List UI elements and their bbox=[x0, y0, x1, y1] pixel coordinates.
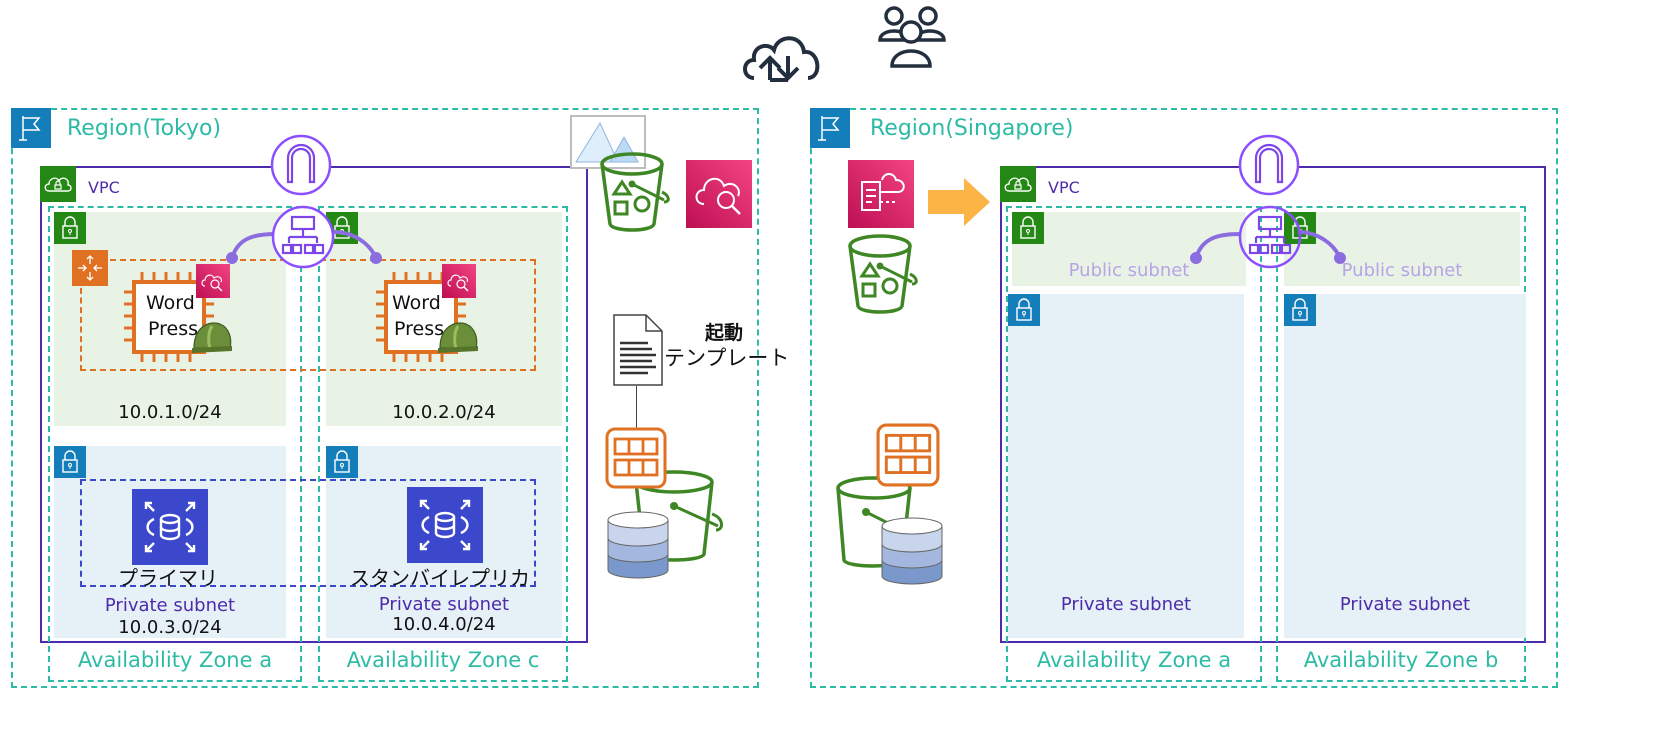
launch-template-document-icon bbox=[613, 314, 663, 386]
internet-gateway-icon bbox=[1238, 134, 1300, 196]
region-singapore: Region(Singapore) bbox=[810, 108, 1558, 688]
replication-arrow-icon bbox=[928, 178, 990, 226]
vpc-label: VPC bbox=[1048, 178, 1080, 197]
region-label: Region(Singapore) bbox=[870, 116, 1074, 141]
load-balancer-icon bbox=[271, 205, 335, 269]
vpc-cloud-lock-icon bbox=[1000, 166, 1036, 202]
dynamodb-table-icon bbox=[876, 423, 940, 487]
vpc-label: VPC bbox=[88, 178, 120, 197]
database-storage-icon bbox=[881, 517, 943, 585]
ec2-label-line2: Press bbox=[148, 318, 199, 340]
database-storage-icon bbox=[607, 511, 669, 579]
cloudwatch-agent-icon bbox=[196, 264, 230, 298]
internet-cloud-icon bbox=[743, 36, 820, 82]
subnet-cidr: 10.0.3.0/24 bbox=[118, 617, 222, 638]
s3-bucket-icon bbox=[600, 152, 670, 232]
ec2-instance-icon bbox=[124, 272, 214, 362]
subnet-name: Public subnet bbox=[1068, 260, 1190, 281]
cloudwatch-icon bbox=[686, 160, 752, 228]
users-icon bbox=[878, 6, 946, 68]
cloudwatch-agent-icon bbox=[442, 264, 476, 298]
az-label: Availability Zone a bbox=[1036, 648, 1232, 672]
subnet-cidr: 10.0.2.0/24 bbox=[392, 402, 496, 423]
private-subnet-a-singapore: Private subnet bbox=[1008, 294, 1244, 638]
rds-standby-label: スタンバイレプリカ bbox=[350, 566, 530, 590]
region-flag-icon bbox=[11, 108, 51, 148]
az-label: Availability Zone b bbox=[1303, 648, 1499, 672]
alb-connector-lines bbox=[226, 230, 382, 264]
subnet-name: Private subnet bbox=[378, 594, 510, 615]
vpc-cloud-lock-icon bbox=[40, 166, 76, 202]
subnet-name: Private subnet bbox=[1060, 594, 1192, 615]
dynamodb-table-icon bbox=[605, 427, 667, 489]
s3-bucket-icon bbox=[848, 234, 918, 314]
cloudformation-icon bbox=[848, 160, 914, 228]
lock-icon bbox=[1012, 212, 1044, 244]
lock-icon bbox=[54, 446, 86, 478]
az-label: Availability Zone c bbox=[346, 648, 540, 672]
internet-gateway-icon bbox=[270, 134, 332, 196]
load-balancer-icon bbox=[1238, 205, 1302, 269]
region-flag-icon bbox=[810, 108, 850, 148]
lock-icon bbox=[54, 212, 86, 244]
private-subnet-b-singapore: Private subnet bbox=[1284, 294, 1526, 638]
public-subnet-b-singapore: Public subnet bbox=[1284, 212, 1520, 286]
auto-scaling-icon bbox=[72, 250, 108, 286]
hard-hat-icon bbox=[438, 322, 478, 353]
launch-template-label-line1: 起動 bbox=[705, 322, 744, 344]
hard-hat-icon bbox=[192, 322, 232, 353]
rds-primary-icon bbox=[132, 489, 208, 565]
alb-connector-lines bbox=[1190, 230, 1346, 264]
ec2-label-line1: Word bbox=[146, 292, 195, 314]
subnet-name: Private subnet bbox=[1339, 594, 1471, 615]
az-label: Availability Zone a bbox=[77, 648, 273, 672]
subnet-cidr: 10.0.4.0/24 bbox=[392, 614, 496, 635]
connector-line bbox=[636, 386, 637, 428]
availability-zone-c-tokyo: Availability Zone c bbox=[318, 206, 568, 682]
subnet-name: Public subnet bbox=[1341, 260, 1463, 281]
ec2-label-line2: Press bbox=[394, 318, 445, 340]
availability-zone-a-singapore: Availability Zone a bbox=[1006, 206, 1262, 682]
region-tokyo: Region(Tokyo) bbox=[11, 108, 759, 688]
lock-icon bbox=[1008, 294, 1040, 326]
public-subnet-a-singapore: Public subnet bbox=[1012, 212, 1246, 286]
region-label: Region(Tokyo) bbox=[67, 116, 222, 141]
ec2-label-line1: Word bbox=[392, 292, 441, 314]
availability-zone-a-tokyo: Availability Zone a bbox=[48, 206, 302, 682]
rds-primary-label: プライマリ bbox=[118, 566, 218, 590]
lock-icon bbox=[1284, 294, 1316, 326]
launch-template-label-line2: テンプレート bbox=[664, 346, 790, 370]
rds-multi-az-group bbox=[80, 479, 536, 587]
subnet-name: Private subnet bbox=[104, 595, 236, 616]
lock-icon bbox=[326, 446, 358, 478]
rds-standby-icon bbox=[407, 487, 483, 563]
subnet-cidr: 10.0.1.0/24 bbox=[118, 402, 222, 423]
